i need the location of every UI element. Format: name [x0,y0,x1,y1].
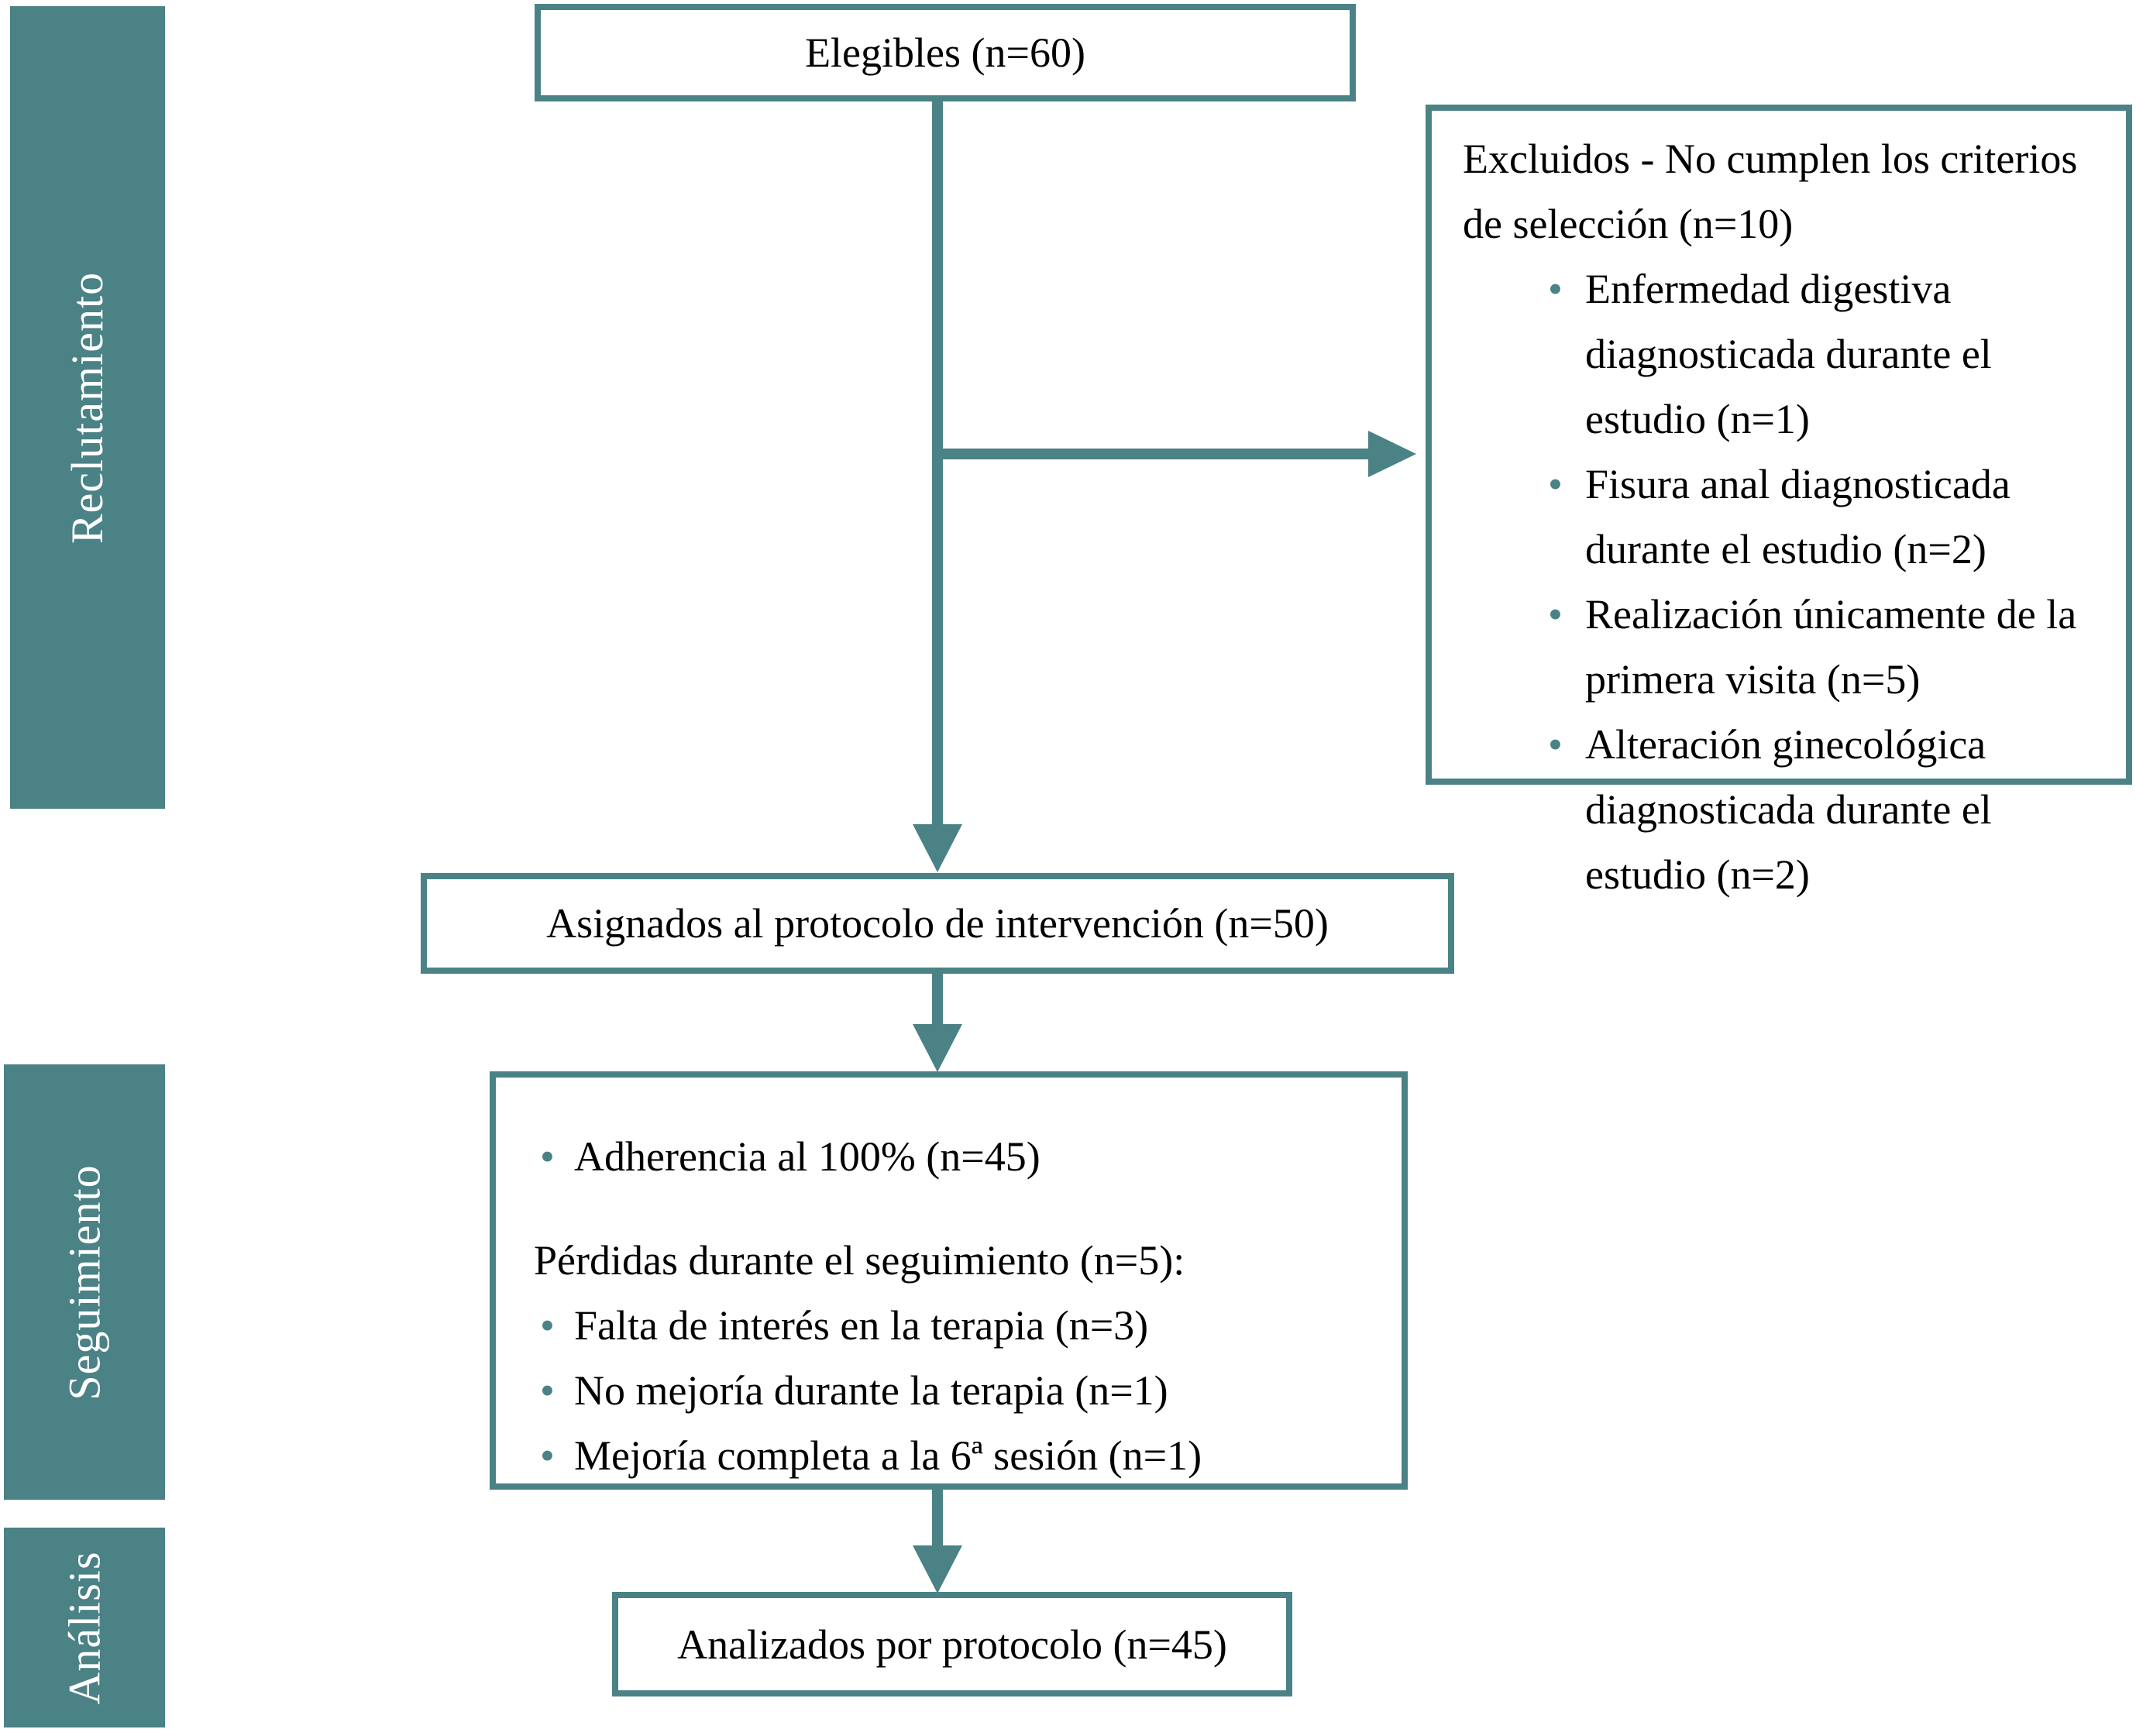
analyzed-box: Analizados por protocolo (n=45) [612,1592,1292,1696]
excluded-box: Excluidos - No cumplen los criterios de … [1426,105,2132,898]
phase-bar-recruitment: Reclutamiento [10,6,165,809]
excluded-list: Enfermedad digestiva diagnosticada duran… [1463,256,2112,907]
excluded-title: Excluidos - No cumplen los criterios de … [1463,136,2078,247]
assigned-box: Asignados al protocolo de intervención (… [421,873,1454,974]
losses-item: Falta de interés en la terapia (n=3) [540,1293,1374,1358]
arrowhead-down-analyzed [913,1545,962,1593]
losses-item: No mejoría durante la terapia (n=1) [540,1358,1374,1423]
adherence-item: Adherencia al 100% (n=45) [540,1124,1374,1189]
adherence-list: Adherencia al 100% (n=45) [534,1124,1374,1189]
assigned-label: Asignados al protocolo de intervención (… [546,900,1329,947]
followup-box: Adherencia al 100% (n=45) Pérdidas duran… [490,1071,1408,1490]
phase-bar-analysis: Análisis [4,1528,165,1727]
phase-bar-followup: Seguimiento [4,1064,165,1500]
eligible-box: Elegibles (n=60) [535,4,1356,101]
excluded-item: Enfermedad digestiva diagnosticada duran… [1548,256,2112,452]
phase-label-analysis: Análisis [59,1550,110,1705]
arrowhead-down-followup [913,1024,962,1072]
arrowhead-right-excluded [1368,431,1416,477]
phase-label-recruitment: Reclutamiento [62,271,113,544]
losses-title: Pérdidas durante el seguimiento (n=5): [534,1237,1185,1284]
arrowhead-down-assigned [913,824,962,872]
phase-label-followup: Seguimiento [59,1164,110,1401]
losses-list: Falta de interés en la terapia (n=3) No … [534,1293,1374,1488]
connector-followup-analyzed [932,1488,943,1550]
excluded-item: Realización únicamente de la primera vis… [1548,582,2112,712]
losses-item: Mejoría completa a la 6ª sesión (n=1) [540,1423,1374,1488]
connector-assigned-followup [932,972,943,1033]
excluded-item: Alteración ginecológica diagnosticada du… [1548,712,2112,907]
eligible-label: Elegibles (n=60) [805,29,1085,76]
connector-excluded-branch [937,449,1370,459]
analyzed-label: Analizados por protocolo (n=45) [677,1621,1227,1668]
connector-eligible-assigned [932,101,943,826]
excluded-item: Fisura anal diagnosticada durante el est… [1548,452,2112,582]
